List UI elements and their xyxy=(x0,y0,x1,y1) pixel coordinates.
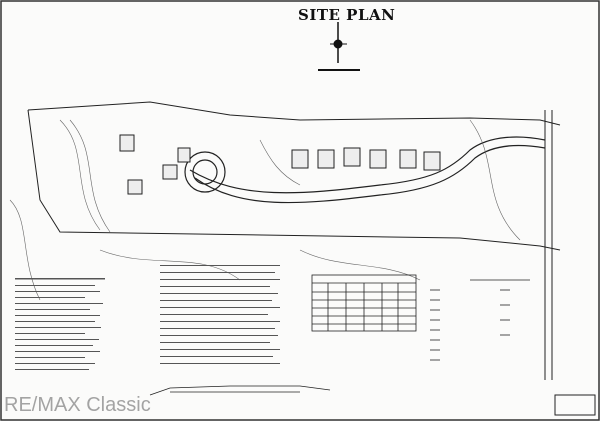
contour-lines xyxy=(9,119,521,301)
road-cross-section xyxy=(149,385,331,396)
property-boundary xyxy=(27,101,561,380)
legend xyxy=(430,279,530,361)
north-arrow-icon xyxy=(330,22,347,63)
page-title: SITE PLAN xyxy=(298,6,396,24)
lot-data-table xyxy=(311,274,417,332)
watermark: RE/MAX Classic xyxy=(4,394,151,416)
cul-de-sac-road xyxy=(184,136,546,204)
notes-text-blocks xyxy=(15,265,280,370)
house-footprints xyxy=(119,134,441,195)
title-block xyxy=(554,394,596,416)
